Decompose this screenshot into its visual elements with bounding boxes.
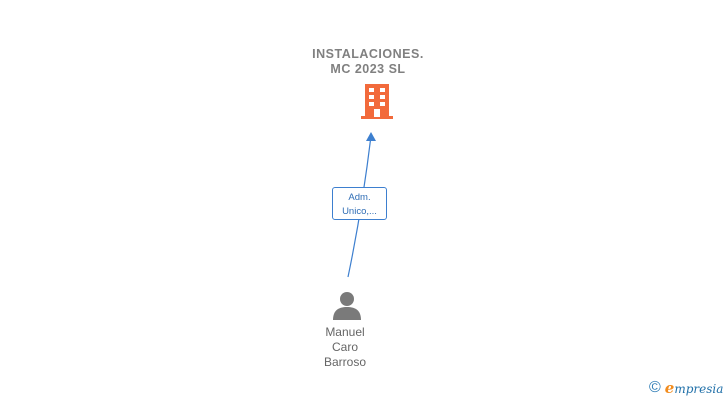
building-icon[interactable]	[361, 84, 393, 120]
person-name[interactable]: Manuel Caro Barroso	[295, 325, 395, 370]
role-label-line-1: Adm.	[348, 192, 371, 203]
brand-rest: mpresia	[674, 382, 724, 396]
watermark: © empresia	[649, 378, 723, 398]
role-label[interactable]: Adm. Unico,...	[332, 187, 387, 220]
person-name-line-2: Caro	[331, 340, 358, 354]
company-name-line-2: MC 2023 SL	[330, 62, 406, 76]
company-name-line-1: INSTALACIONES.	[312, 47, 424, 61]
arrowhead	[366, 132, 376, 141]
brand-initial: e	[664, 379, 675, 397]
person-name-line-1: Manuel	[325, 325, 365, 339]
person-name-line-3: Barroso	[323, 355, 367, 369]
person-icon[interactable]	[332, 290, 362, 320]
copyright-icon: ©	[649, 379, 661, 396]
role-label-line-2: Unico,...	[342, 206, 377, 217]
brand-logo: empresia	[665, 379, 724, 397]
company-name[interactable]: INSTALACIONES. MC 2023 SL	[268, 47, 468, 77]
